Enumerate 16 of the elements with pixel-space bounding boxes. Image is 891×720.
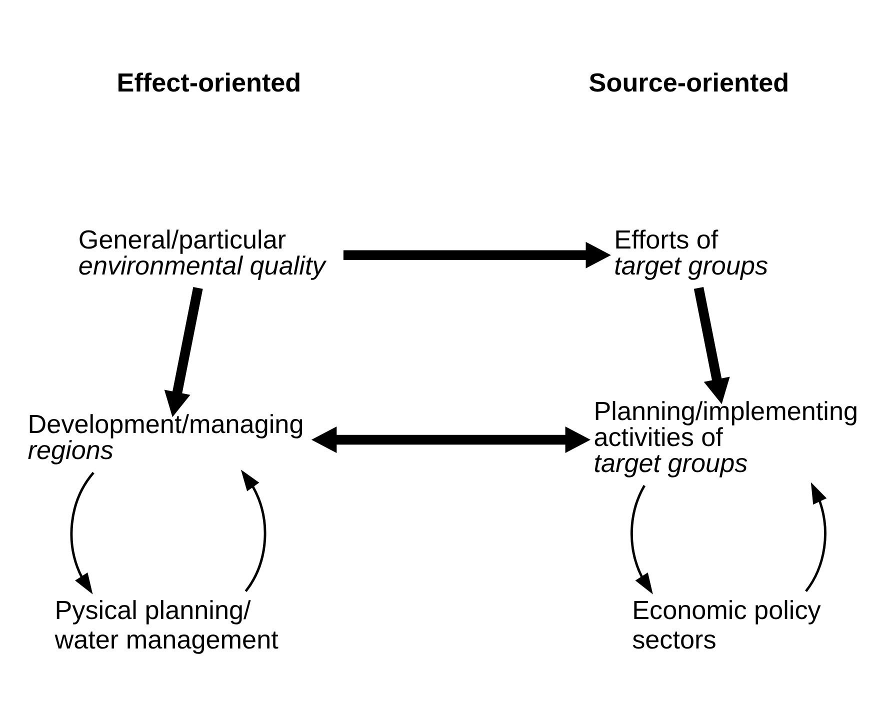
arrow [164, 286, 203, 417]
arrow [694, 286, 730, 404]
arrow [630, 484, 653, 594]
node-text: Efforts of target groups [614, 224, 768, 280]
arrow [240, 469, 266, 592]
arrow [311, 426, 591, 452]
node-text: General/particular environmental quality [78, 224, 326, 280]
node-text: Economic policy sectors [632, 594, 821, 654]
arrow [70, 471, 94, 594]
label: Source-oriented [588, 67, 790, 98]
node-text: Pysical planning/ water management [54, 594, 278, 654]
node-text: Development/managing regions [28, 408, 304, 464]
node-text: Planning/implementing activities of target groups [594, 395, 858, 478]
arrow [804, 482, 827, 592]
arrow [343, 241, 612, 268]
label: Effect-oriented [116, 67, 302, 98]
